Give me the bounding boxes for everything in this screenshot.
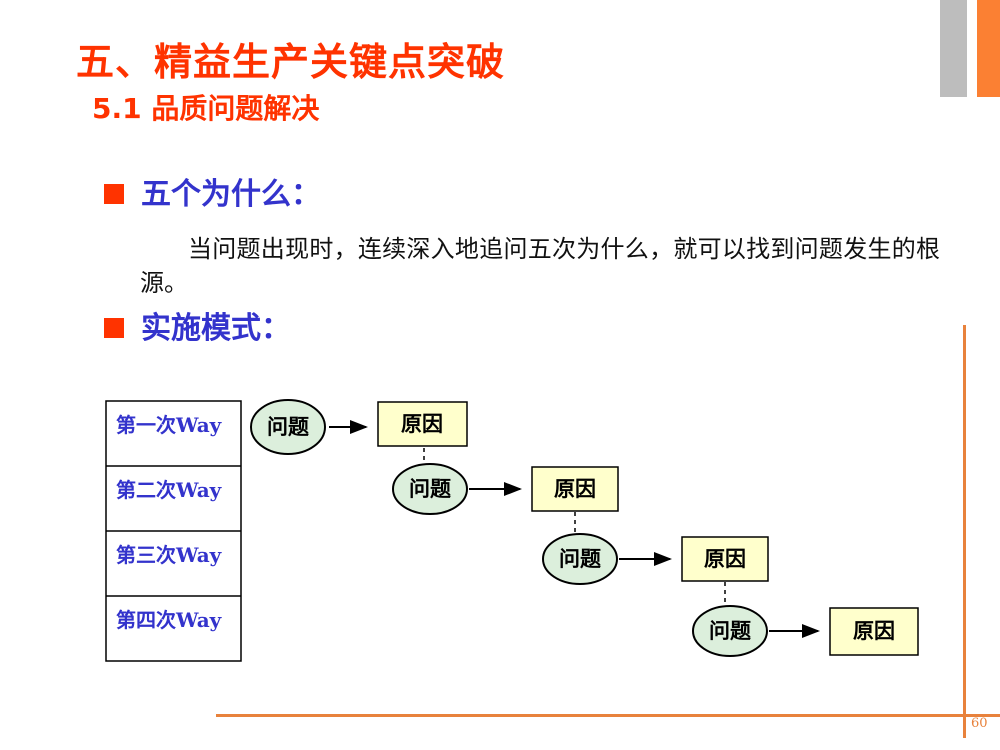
slide-title: 五、精益生产关键点突破 — [76, 40, 506, 84]
cause-box — [829, 607, 919, 656]
problem-label: 问题 — [409, 477, 452, 501]
flow-step-3: 问题 原因 — [542, 533, 769, 603]
cause-label: 原因 — [554, 477, 596, 501]
table-row-label: 第四次Way — [116, 608, 223, 632]
bullet1-label: 五个为什么： — [141, 177, 321, 212]
flow-step-1: 问题 原因 — [250, 399, 468, 462]
slide-subtitle: 5.1 品质问题解决 — [92, 92, 320, 125]
table-row-label: 第三次Way — [116, 543, 223, 567]
bullet-item-five-whys: 五个为什么： — [104, 180, 321, 210]
table-row-label: 第二次Way — [116, 478, 223, 502]
problem-ellipse — [542, 533, 618, 585]
page-number: 60 — [971, 716, 988, 731]
cause-box — [531, 466, 619, 512]
problem-ellipse — [250, 399, 326, 455]
decor-orange-bar — [977, 0, 1000, 97]
table-row-label: 第一次Way — [116, 413, 223, 437]
problem-label: 问题 — [709, 619, 752, 643]
problem-label: 问题 — [267, 415, 310, 439]
flow-step-4: 问题 原因 — [692, 605, 919, 657]
footer-horizontal-line — [216, 714, 1000, 717]
bullet-square-icon — [104, 184, 124, 204]
way-table: 第一次Way 第二次Way 第三次Way 第四次Way — [105, 400, 242, 662]
cause-box — [377, 401, 468, 447]
cause-box — [681, 536, 769, 582]
flow-step-2: 问题 原因 — [392, 463, 619, 532]
bullet-square-icon — [104, 318, 124, 338]
cause-label: 原因 — [853, 619, 895, 643]
cause-label: 原因 — [704, 547, 746, 571]
bullet-item-implementation-mode: 实施模式： — [104, 314, 291, 344]
five-whys-diagram: 第一次Way 第二次Way 第三次Way 第四次Way 问题 原因 问题 原因 … — [105, 399, 919, 662]
footer-vertical-line — [963, 325, 966, 738]
bullet2-label: 实施模式： — [141, 311, 291, 346]
cause-label: 原因 — [401, 412, 443, 436]
problem-ellipse — [692, 605, 768, 657]
problem-ellipse — [392, 463, 468, 515]
problem-label: 问题 — [559, 547, 602, 571]
body-text: 当问题出现时，连续深入地追问五次为什么，就可以找到问题发生的根源。 — [140, 235, 940, 297]
decor-gray-bar — [940, 0, 967, 97]
